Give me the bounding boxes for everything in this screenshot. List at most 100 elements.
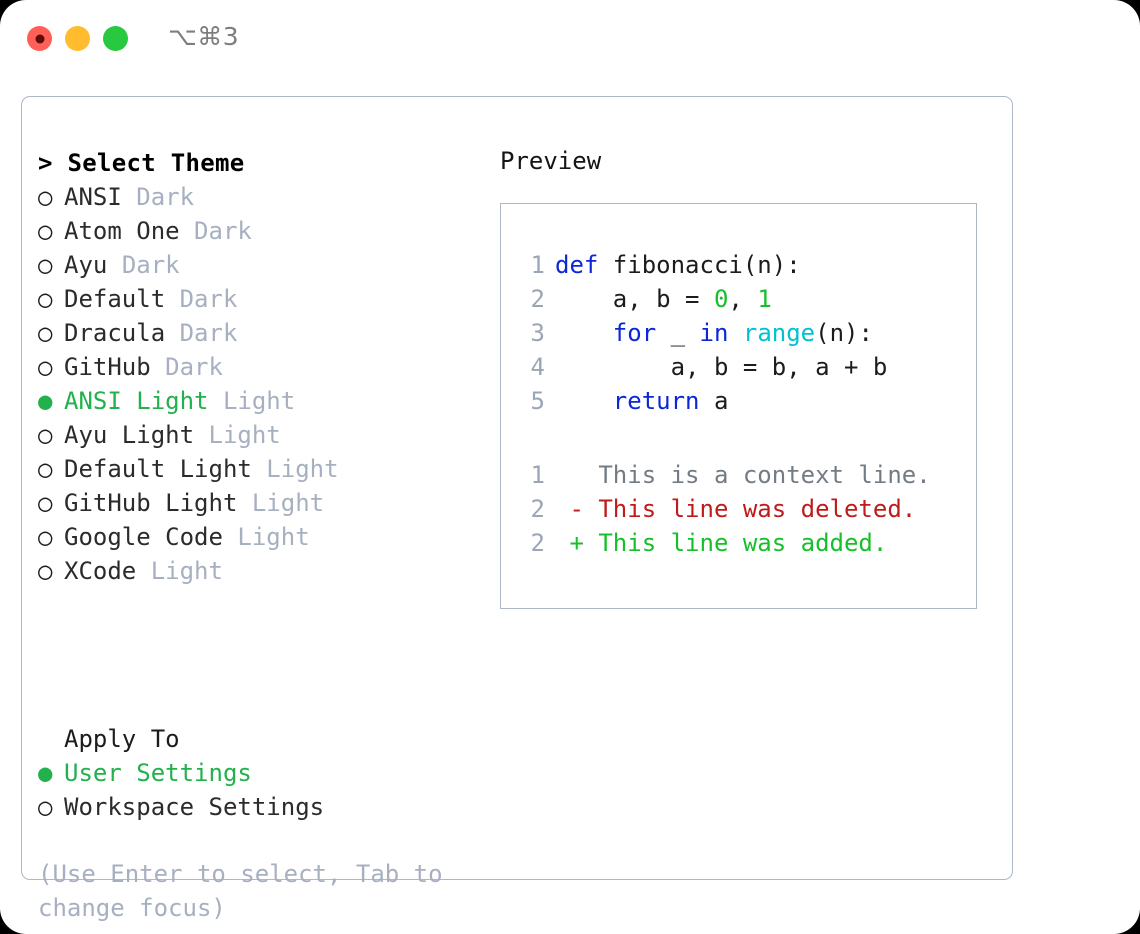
diff-line: 2 + This line was added.	[521, 526, 968, 560]
theme-item-label: Default Light	[64, 455, 252, 483]
spacer	[107, 251, 121, 279]
spacer	[252, 455, 266, 483]
theme-item-label: XCode	[64, 557, 137, 585]
code-token: 0	[713, 285, 729, 313]
spacer	[136, 557, 150, 585]
code-token: return	[612, 387, 700, 415]
code-token: fibonacci(n):	[612, 251, 801, 279]
theme-item-label: ANSI Light	[64, 387, 209, 415]
diff-line-number: 2	[530, 495, 545, 523]
theme-item-tag: Dark	[136, 183, 195, 211]
code-line-number: 2	[530, 285, 545, 313]
main-panel: > Select Theme ○ANSI Dark○Atom One Dark○…	[21, 96, 1013, 922]
theme-item-tag: Dark	[179, 319, 238, 347]
spacer	[223, 523, 237, 551]
radio-unselected-icon: ○	[38, 353, 53, 381]
theme-item-tag: Dark	[194, 217, 252, 245]
diff-line-text: This is a context line.	[555, 461, 931, 489]
theme-item-label: Dracula	[64, 319, 166, 347]
code-line-number: 1	[530, 251, 545, 279]
theme-item-label: GitHub Light	[64, 489, 238, 517]
radio-unselected-icon: ○	[38, 421, 53, 449]
code-token: a	[699, 387, 729, 415]
radio-unselected-icon: ○	[38, 251, 53, 279]
code-token: a, b = b, a + b	[555, 353, 888, 381]
code-line: 4 a, b = b, a + b	[521, 350, 968, 384]
code-token: a, b =	[555, 285, 714, 313]
minimize-button-icon[interactable]	[65, 26, 90, 51]
radio-unselected-icon: ○	[38, 285, 53, 313]
spacer	[180, 217, 194, 245]
theme-item[interactable]: ●ANSI Light Light	[38, 384, 478, 418]
close-button-icon[interactable]	[27, 26, 52, 51]
theme-item-tag: Light	[237, 523, 310, 551]
spacer	[165, 285, 179, 313]
radio-unselected-icon: ○	[38, 489, 53, 517]
theme-item[interactable]: ○Google Code Light	[38, 520, 478, 554]
radio-unselected-icon: ○	[38, 217, 53, 245]
code-line: 5 return a	[521, 384, 968, 418]
spacer	[209, 387, 223, 415]
keyboard-hint-text: (Use Enter to select, Tab to change focu…	[38, 860, 443, 922]
radio-unselected-icon: ○	[38, 455, 53, 483]
diff-sample: 1 This is a context line.2 - This line w…	[521, 458, 968, 560]
preview-column: Preview	[500, 146, 990, 176]
diff-line-text: + This line was added.	[555, 529, 888, 557]
code-token	[555, 319, 613, 347]
code-token: range	[742, 319, 816, 347]
apply-to-option[interactable]: ●User Settings	[38, 756, 478, 790]
theme-item-tag: Light	[222, 387, 296, 415]
theme-item[interactable]: ○ GitHub Dark	[38, 350, 478, 384]
theme-item-label: ANSI	[64, 183, 122, 211]
theme-item-container: ○ANSI Dark○Atom One Dark○Ayu Dark○Defaul…	[38, 180, 478, 588]
theme-item[interactable]: ○ANSI Dark	[38, 180, 478, 214]
diff-line: 1 This is a context line.	[521, 458, 968, 492]
code-line-number: 3	[530, 319, 545, 347]
theme-item[interactable]: ○Ayu Dark	[38, 248, 478, 282]
diff-line-number: 2	[530, 529, 545, 557]
apply-to-option[interactable]: ○ Workspace Settings	[38, 790, 478, 824]
theme-item[interactable]: ○Atom One Dark	[38, 214, 478, 248]
spacer	[151, 353, 165, 381]
theme-item-label: GitHub	[64, 353, 151, 381]
theme-item-tag: Dark	[179, 285, 238, 313]
radio-unselected-icon: ○	[38, 557, 53, 585]
apply-to-options: ●User Settings ○ Workspace Settings	[38, 756, 478, 824]
theme-item[interactable]: ○ Ayu Light Light	[38, 418, 478, 452]
code-token: ,	[728, 285, 758, 313]
theme-item-tag: Light	[251, 489, 325, 517]
apply-to-group: Apply To ●User Settings ○ Workspace Settin…	[38, 722, 478, 824]
code-line-number: 5	[530, 387, 545, 415]
code-line: 2 a, b = 0, 1	[521, 282, 968, 316]
code-token: def	[555, 251, 613, 279]
theme-item[interactable]: ○ Default Dark	[38, 282, 478, 316]
spacer	[237, 489, 251, 517]
spacer	[122, 183, 136, 211]
code-token: _	[656, 319, 700, 347]
code-token	[728, 319, 742, 347]
theme-item[interactable]: ○ GitHub Light Light	[38, 486, 478, 520]
theme-item-tag: Light	[208, 421, 281, 449]
theme-item-label: Default	[64, 285, 166, 313]
code-token	[555, 387, 613, 415]
theme-item[interactable]: ○ Dracula Dark	[38, 316, 478, 350]
code-line-number: 4	[530, 353, 545, 381]
theme-item[interactable]: ○ Default Light Light	[38, 452, 478, 486]
radio-unselected-icon: ○	[38, 793, 53, 821]
theme-item-tag: Light	[150, 557, 223, 585]
theme-item-tag: Dark	[121, 251, 180, 279]
apply-to-option-label: Workspace Settings	[64, 793, 325, 821]
code-token: 1	[757, 285, 772, 313]
maximize-button-icon[interactable]	[103, 26, 128, 51]
diff-line-number: 1	[530, 461, 545, 489]
spacer	[194, 421, 208, 449]
theme-item[interactable]: ○ XCode Light	[38, 554, 478, 588]
code-line: 3 for _ in range(n):	[521, 316, 968, 350]
theme-item-tag: Light	[266, 455, 339, 483]
radio-unselected-icon: ○	[38, 319, 53, 347]
theme-item-label: Ayu Light	[64, 421, 195, 449]
theme-item-tag: Dark	[165, 353, 223, 381]
apply-to-heading: Apply To	[64, 725, 180, 753]
